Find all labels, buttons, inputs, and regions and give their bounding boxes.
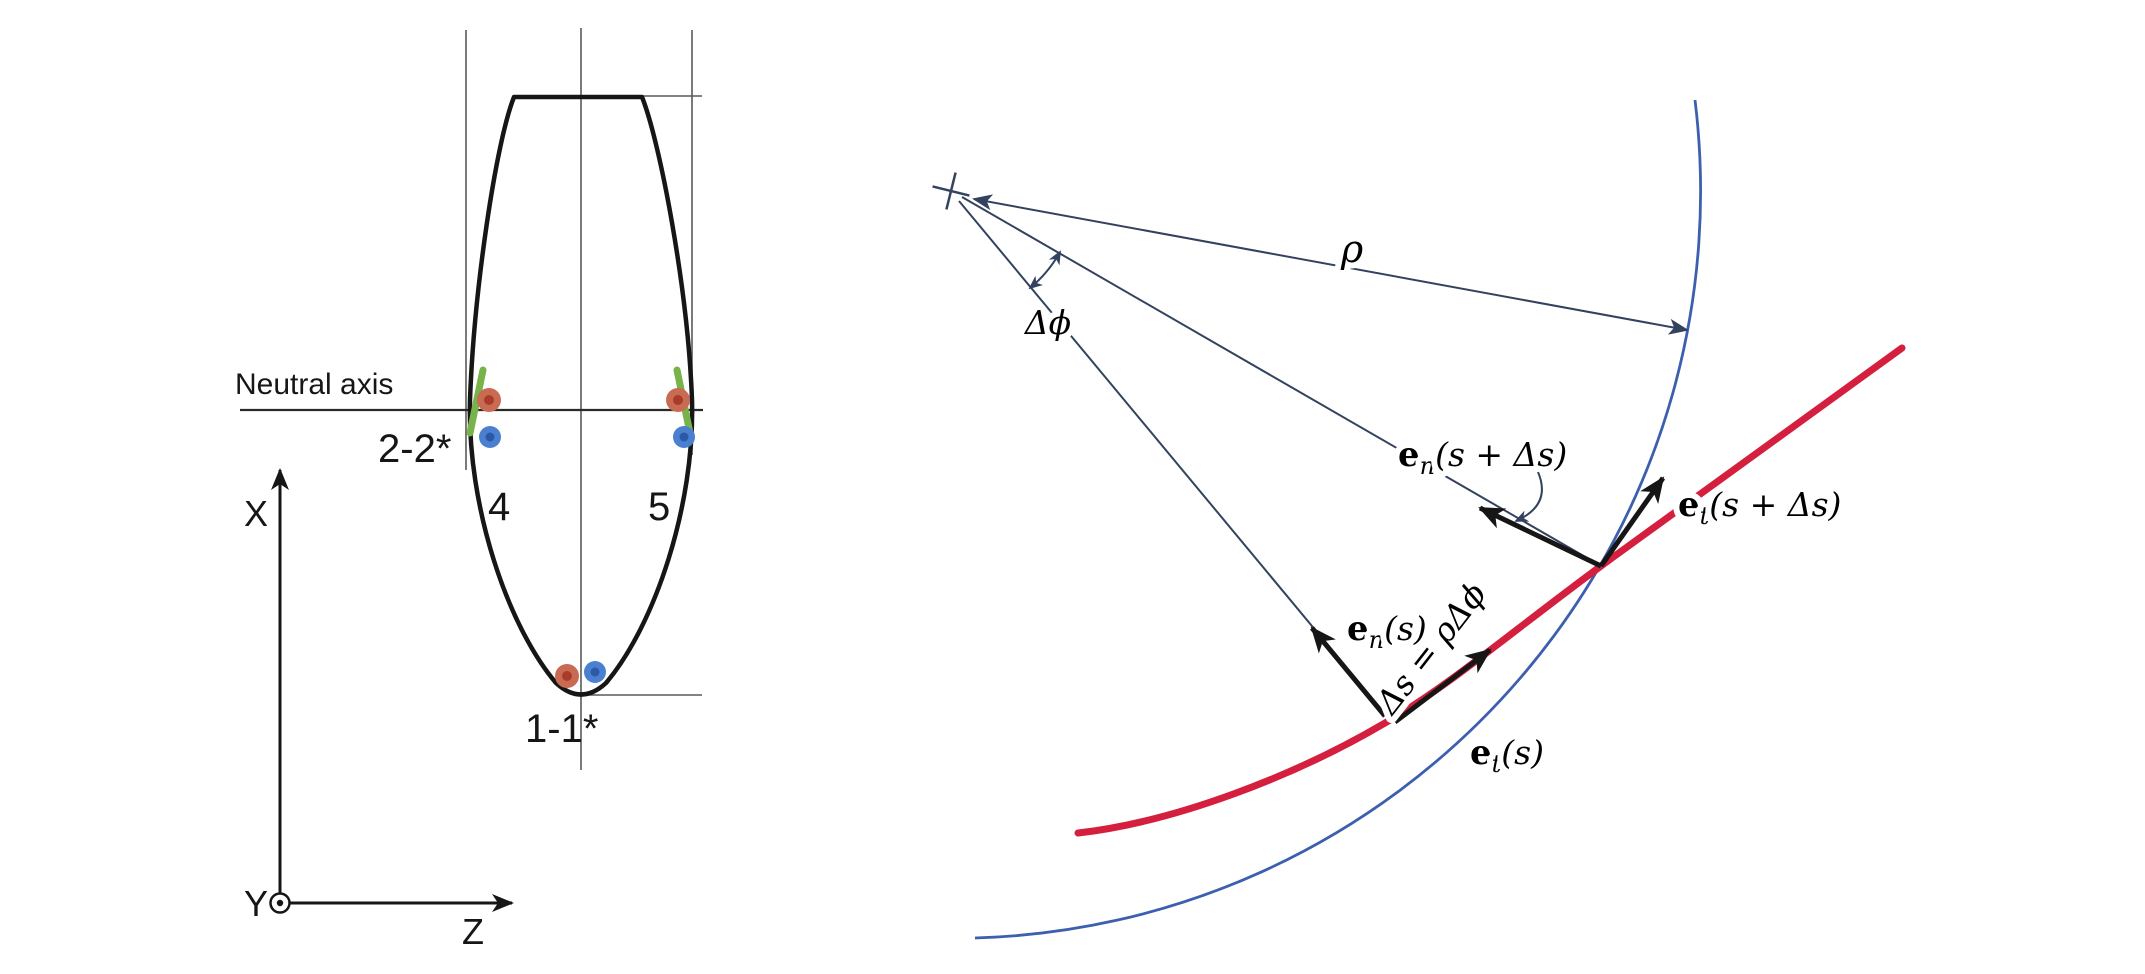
et-vector-s: [1393, 648, 1492, 724]
axis-x-label: X: [244, 493, 268, 534]
dphi-angle-arc: [1028, 250, 1061, 290]
en-s-next-label: en(s + Δs): [1398, 435, 1567, 480]
strand-5-label: 5: [648, 485, 670, 529]
osculating-circle-curve: [974, 99, 1703, 940]
et-vector-s-next: [1598, 476, 1666, 568]
strand-4-label: 4: [488, 485, 510, 529]
rho-arrow: [972, 194, 1689, 335]
curvature-diagram: ρ Δϕ Δs = ρΔϕ en(s + Δs) et(s + Δs) en(s…: [932, 99, 1906, 940]
rho-label: ρ: [1340, 227, 1364, 271]
axis-y-out-of-plane-marker: [269, 892, 291, 914]
en-vector-s-next: [1478, 505, 1603, 569]
strand-mark-left: [466, 366, 487, 437]
neutral-axis-label: Neutral axis: [235, 368, 393, 401]
measure-dot-blue-right: [673, 426, 695, 448]
curvature-center-mark: [932, 172, 970, 210]
en-next-leader-curve: [1514, 471, 1543, 522]
dphi-label: Δϕ: [1023, 303, 1071, 342]
measure-dot-blue-left: [479, 426, 501, 448]
et-s-next-label: et(s + Δs): [1678, 485, 1841, 530]
en-s-label: en(s): [1347, 609, 1427, 654]
measure-dot-orange-right: [666, 388, 690, 412]
measure-dot-orange-bottom: [555, 664, 579, 688]
blade-outline: [467, 94, 695, 697]
section-2-2-label: 2-2*: [378, 427, 451, 471]
radius-line-s-next: [961, 196, 1602, 567]
axis-y-label: Y: [244, 883, 268, 924]
measure-dot-blue-bottom: [584, 661, 606, 683]
section-1-1-label: 1-1*: [525, 707, 598, 751]
axis-z-label: Z: [462, 911, 484, 952]
en-vector-s: [1310, 626, 1387, 718]
arc-length-label: Δs = ρΔϕ: [1367, 575, 1494, 723]
cross-section-diagram: Neutral axis 2-2* 4 5 1-1* X Y Z: [235, 28, 703, 952]
et-s-label: et(s): [1470, 733, 1544, 778]
coordinate-system: X Y Z: [244, 468, 514, 952]
measure-dot-orange-left: [477, 388, 501, 412]
